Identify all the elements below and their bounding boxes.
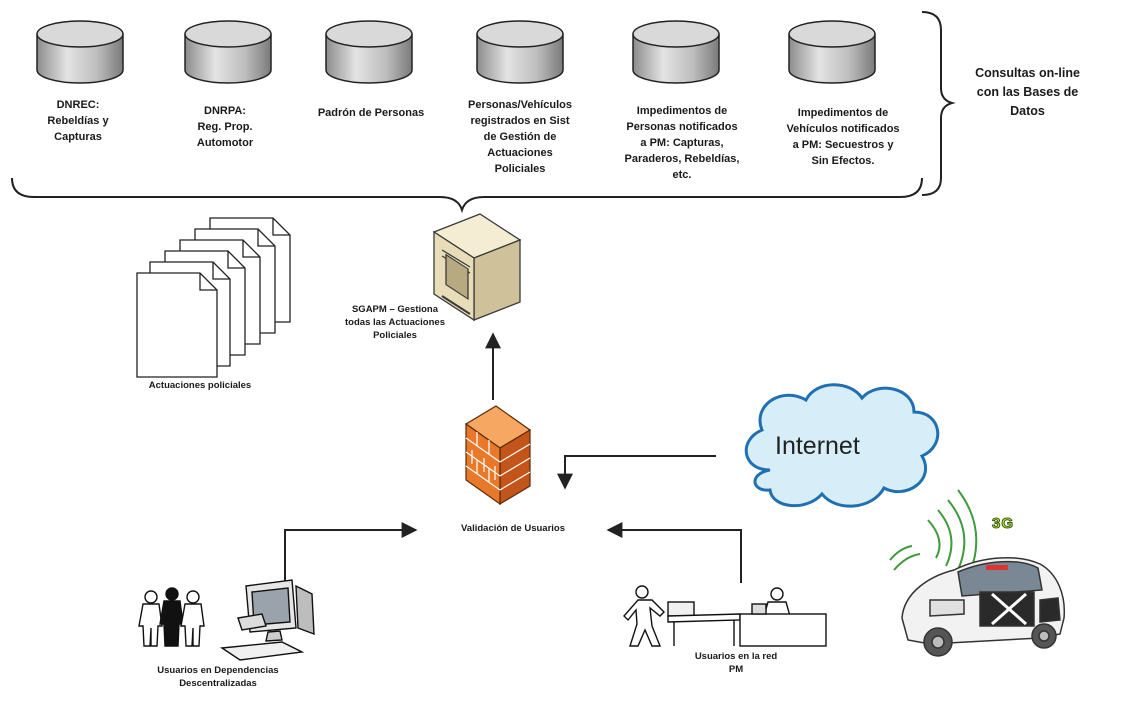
database-icon-impedimentos-vehiculos <box>788 20 876 84</box>
firewall-icon <box>464 405 532 506</box>
decentralized-users-label: Usuarios en Dependencias Descentralizada… <box>157 665 279 689</box>
bottom-brace <box>11 177 923 214</box>
database-icon-dnrec <box>36 20 124 84</box>
server-label: SGAPM – Gestiona todas las Actuaciones P… <box>345 304 445 341</box>
database-icon-padron <box>325 20 413 84</box>
db-label-dnrec: DNREC: Rebeldías y Capturas <box>47 99 109 143</box>
network-3g-badge: 3G <box>991 515 1015 533</box>
documents-label: Actuaciones policiales <box>148 380 252 391</box>
police-car-icon <box>901 557 1066 657</box>
validation-label: Validación de Usuarios <box>460 523 565 534</box>
server-icon <box>432 213 522 322</box>
online-queries-label: Consultas on-line con las Bases de Datos <box>975 66 1080 118</box>
arrow-decentralized-to-validation <box>284 522 418 588</box>
database-icon-actuaciones <box>476 20 564 84</box>
documents-stack-icon <box>136 217 291 378</box>
pm-network-users-label: Usuarios en la red PM <box>694 651 778 675</box>
db-label-impedimentos-vehiculos: Impedimentos de Vehículos notificados a … <box>786 107 900 167</box>
internet-cloud-icon <box>744 383 940 508</box>
internet-label: Internet <box>775 432 860 460</box>
arrow-pm-network-to-validation <box>606 522 742 583</box>
db-label-impedimentos-personas: Impedimentos de Personas notificados a P… <box>624 105 740 181</box>
database-icon-impedimentos-personas <box>632 20 720 84</box>
db-label-dnrpa: DNRPA: Reg. Prop. Automotor <box>196 105 254 149</box>
computer-workstation-icon <box>219 579 315 661</box>
db-label-actuaciones: Personas/Vehículos registrados en Sist d… <box>468 99 572 175</box>
right-brace <box>921 11 956 196</box>
office-users-icon <box>623 585 827 647</box>
users-group-icon <box>138 587 205 647</box>
database-icon-dnrpa <box>184 20 272 84</box>
db-label-padron: Padrón de Personas <box>317 107 425 119</box>
arrow-internet-to-firewall <box>557 455 716 490</box>
